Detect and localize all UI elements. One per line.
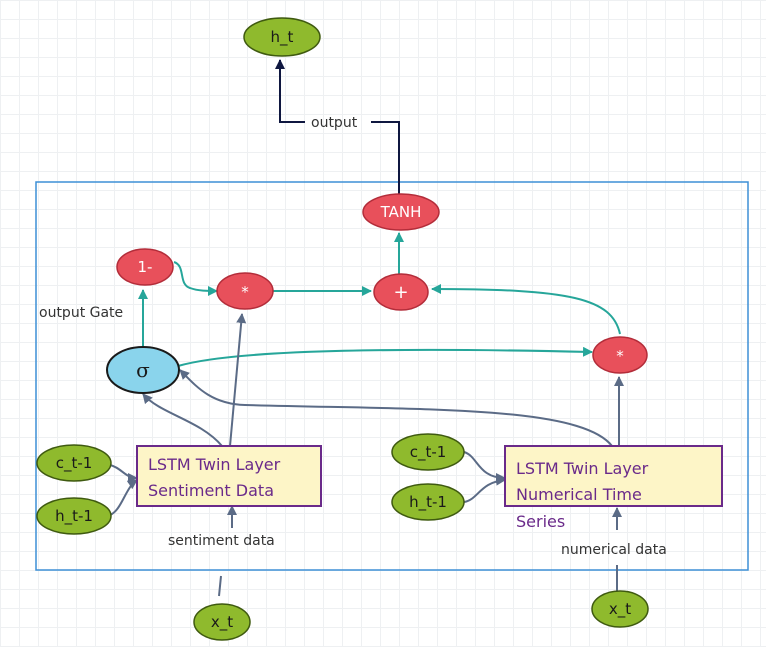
h-left-to-sentiment-arrow (109, 479, 138, 516)
svg-text:h_t-1: h_t-1 (55, 507, 93, 526)
h-t-output-node: h_t (243, 17, 321, 57)
svg-text:+: + (393, 282, 408, 303)
svg-text:LSTM Twin Layer: LSTM Twin Layer (148, 455, 281, 474)
h-t-1-right-node: h_t-1 (391, 483, 465, 521)
svg-text:*: * (616, 347, 624, 365)
cell-frame (35, 181, 749, 571)
svg-text:Numerical Time: Numerical Time (516, 485, 642, 504)
oneminus-to-mult-arrow (173, 261, 218, 296)
c-right-to-numerical-arrow (463, 451, 506, 483)
multiply-node-left: * (216, 272, 274, 310)
svg-text:TANH: TANH (380, 203, 422, 221)
svg-text:1-: 1- (138, 258, 153, 276)
x-left-stub (218, 575, 222, 597)
output-arrow (275, 59, 305, 123)
output-connector (371, 121, 400, 195)
numerical-data-label: numerical data (561, 542, 667, 558)
sigma-node: σ (106, 346, 180, 394)
output-label: output (311, 115, 358, 131)
sentiment-data-label: sentiment data (168, 533, 275, 549)
svg-text:x_t: x_t (211, 613, 233, 632)
h-right-to-numerical-arrow (463, 475, 506, 503)
one-minus-node: 1- (116, 248, 174, 286)
svg-text:c_t-1: c_t-1 (410, 443, 447, 462)
sentiment-to-mult-arrow (229, 313, 247, 447)
svg-text:*: * (241, 283, 249, 301)
sentiment-to-sigma-arrow (142, 393, 223, 447)
lstm-numerical-box: LSTM Twin Layer Numerical Time Series (504, 445, 723, 531)
c-t-1-left-node: c_t-1 (36, 444, 112, 482)
sigma-to-mult-right-arrow (177, 346, 593, 367)
svg-text:LSTM Twin Layer: LSTM Twin Layer (516, 459, 649, 478)
svg-text:σ: σ (136, 358, 150, 382)
x-t-left-node: x_t (193, 603, 251, 641)
multiply-node-right: * (592, 336, 648, 374)
tanh-node: TANH (362, 193, 440, 231)
c-t-1-right-node: c_t-1 (391, 433, 465, 471)
svg-text:h_t-1: h_t-1 (409, 493, 447, 512)
numerical-to-sigma-arrow (179, 369, 613, 447)
svg-text:x_t: x_t (609, 600, 631, 619)
svg-text:Sentiment Data: Sentiment Data (148, 481, 274, 500)
mult-right-to-plus-arrow (431, 284, 621, 335)
svg-text:Series: Series (516, 512, 565, 531)
h-t-1-left-node: h_t-1 (36, 497, 112, 535)
svg-text:c_t-1: c_t-1 (56, 454, 93, 473)
svg-text:h_t: h_t (271, 28, 294, 47)
output-gate-label: output Gate (39, 305, 123, 321)
lstm-sentiment-box: LSTM Twin Layer Sentiment Data (136, 445, 322, 507)
c-left-to-sentiment-arrow (109, 464, 138, 483)
x-t-right-node: x_t (591, 590, 649, 628)
plus-node: + (373, 273, 429, 311)
